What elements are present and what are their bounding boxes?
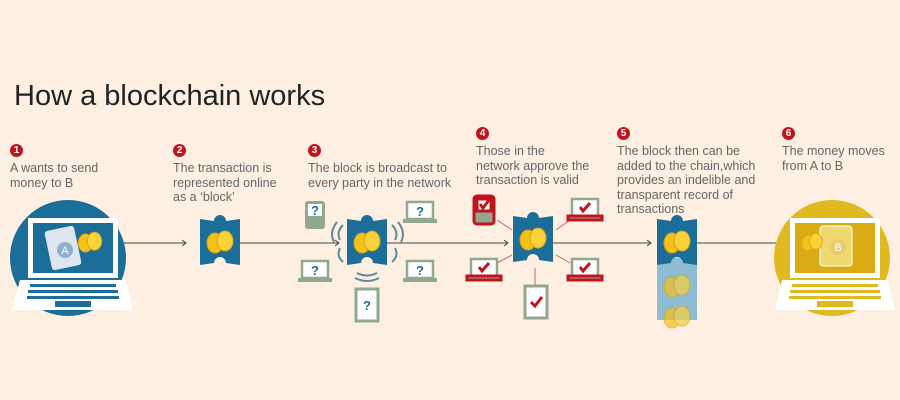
broadcast-waves-icon xyxy=(331,221,404,282)
svg-text:?: ? xyxy=(311,263,319,278)
step-number: 1 xyxy=(10,144,23,157)
laptop-question-icon: ? xyxy=(296,259,334,284)
phone-question-icon: ? xyxy=(305,201,325,229)
wallet-a-label: A xyxy=(61,245,69,257)
tablet-check-icon xyxy=(523,284,549,320)
step-number: 6 xyxy=(782,127,795,140)
step-text: Those in the network approve the transac… xyxy=(476,144,590,187)
approved-block-icon xyxy=(513,212,553,262)
tablet-question-icon: ? xyxy=(354,287,380,323)
step-text: The money moves from A to B xyxy=(782,144,885,173)
step-number: 3 xyxy=(308,144,321,157)
laptop-b-icon: B xyxy=(774,200,895,316)
phone-check-icon xyxy=(472,194,496,226)
step-text: The transaction is represented online as… xyxy=(173,161,277,204)
svg-text:?: ? xyxy=(416,263,424,278)
step-text: A wants to send money to B xyxy=(10,161,99,190)
step-text: The block is broadcast to every party in… xyxy=(308,161,452,190)
laptop-question-icon: ? xyxy=(401,259,439,284)
laptop-question-icon: ? xyxy=(401,200,439,225)
step-text: The block then can be added to the chain… xyxy=(617,144,756,216)
laptop-a-icon: A xyxy=(10,200,133,316)
broadcast-block-icon xyxy=(347,215,387,265)
step-number: 5 xyxy=(617,127,630,140)
approval-arrows xyxy=(496,219,571,285)
block-icon xyxy=(200,215,240,265)
laptop-check-icon xyxy=(566,197,604,222)
step-number: 4 xyxy=(476,127,489,140)
svg-text:?: ? xyxy=(363,298,371,313)
step-number: 2 xyxy=(173,144,186,157)
blockchain-icon xyxy=(657,215,697,329)
svg-text:?: ? xyxy=(311,203,319,218)
page-title: How a blockchain works xyxy=(14,80,326,112)
laptop-check-icon xyxy=(465,257,503,282)
wallet-b-label: B xyxy=(834,242,841,254)
step-1: 1 A wants to send money to B xyxy=(10,144,130,190)
laptop-check-icon xyxy=(566,257,604,282)
svg-text:?: ? xyxy=(416,204,424,219)
